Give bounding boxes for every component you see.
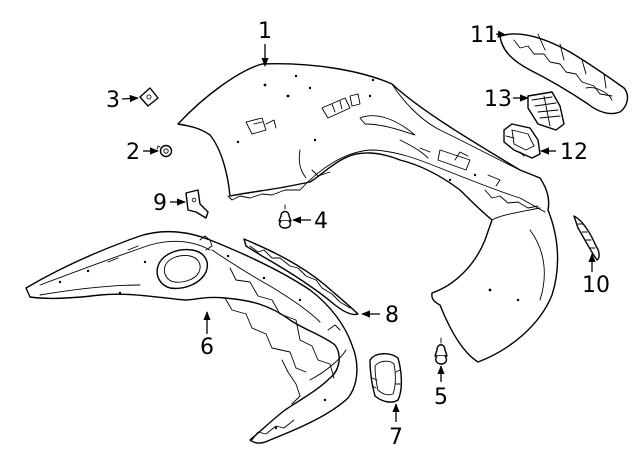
lower-diffuser-part xyxy=(25,231,358,444)
callout-13: 13 xyxy=(484,87,512,112)
push-clip-part-5 xyxy=(434,337,448,365)
push-clip-part-4 xyxy=(278,204,292,229)
callout-10: 10 xyxy=(582,273,610,298)
callout-5: 5 xyxy=(434,385,448,410)
callout-1: 1 xyxy=(258,19,272,44)
callout-8: 8 xyxy=(385,303,399,328)
callout-11: 11 xyxy=(470,23,498,48)
bumper-cover-part xyxy=(177,63,559,363)
callout-6: 6 xyxy=(200,335,214,360)
side-bracket-part xyxy=(503,123,541,159)
mounting-bracket-part xyxy=(185,189,209,219)
trim-strip-part xyxy=(243,238,359,316)
callout-2: 2 xyxy=(126,140,140,165)
leader-lines xyxy=(121,30,596,422)
callout-labels: 1 2 3 4 5 6 7 8 9 10 11 12 13 xyxy=(106,19,610,450)
side-trim-part xyxy=(573,215,600,261)
leader-line-3 xyxy=(121,94,139,103)
callout-3: 3 xyxy=(106,88,120,113)
callout-4: 4 xyxy=(314,209,328,234)
absorber-insert-part xyxy=(527,91,565,131)
upper-absorber-part xyxy=(499,33,629,115)
screw-part xyxy=(156,144,173,158)
callout-9: 9 xyxy=(153,191,167,216)
exhaust-trim-part xyxy=(369,353,403,403)
bracket-clip-part xyxy=(139,87,159,107)
callout-12: 12 xyxy=(560,140,588,165)
callout-7: 7 xyxy=(389,425,403,450)
leader-line-11 xyxy=(495,30,507,38)
